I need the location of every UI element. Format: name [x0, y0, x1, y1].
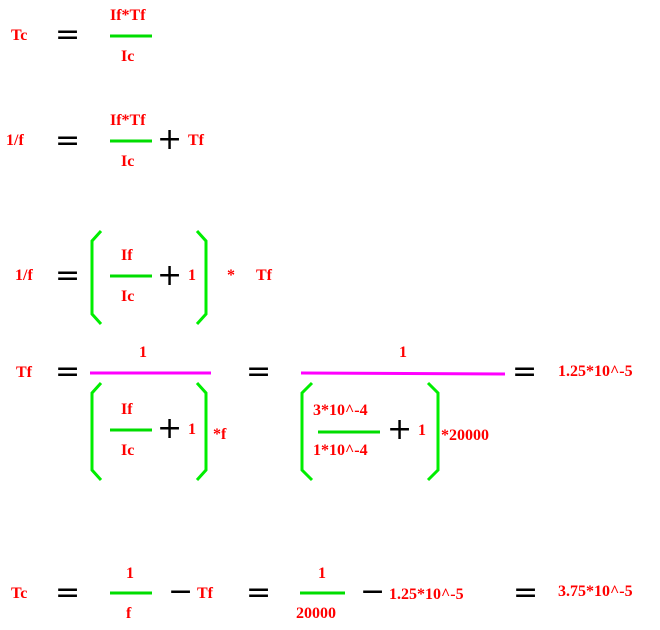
equals-sign: = — [55, 17, 81, 52]
equals-sign: = — [55, 354, 81, 389]
minus-sign: − — [360, 574, 386, 609]
plus-sign: + — [157, 411, 183, 446]
eq3-tail: Tf — [256, 267, 272, 284]
equals-sign: = — [55, 258, 81, 293]
eq4-frac2-plus-term: 1 — [418, 422, 426, 439]
eq2-lhs: 1/f — [6, 132, 24, 149]
eq2-denominator: Ic — [121, 153, 135, 170]
eq5-frac2-numerator: 1 — [318, 565, 326, 582]
equals-sign: = — [513, 575, 539, 610]
eq4-frac2-inner-numerator: 3*10^-4 — [313, 402, 368, 419]
eq4-frac2-tail: *20000 — [441, 427, 489, 444]
eq3-numerator: If — [121, 247, 133, 264]
plus-sign: + — [387, 412, 413, 447]
equals-sign: = — [55, 123, 81, 158]
eq5-result: 3.75*10^-5 — [558, 583, 633, 600]
eq5-lhs: Tc — [11, 585, 28, 602]
eq4-frac1-plus-term: 1 — [188, 421, 196, 438]
eq5-minus2-term: 1.25*10^-5 — [389, 586, 464, 603]
right-bracket — [195, 381, 208, 482]
eq4-frac1-inner-denominator: Ic — [121, 442, 135, 459]
minus-sign: − — [168, 574, 194, 609]
eq1-lhs: Tc — [11, 27, 28, 44]
eq4-frac2-numerator: 1 — [399, 344, 407, 361]
eq2-numerator: If*Tf — [110, 112, 146, 129]
eq3-denominator: Ic — [121, 288, 135, 305]
equals-sign: = — [246, 354, 272, 389]
eq3-plus-term: 1 — [188, 267, 196, 284]
eq4-frac1-inner-numerator: If — [121, 401, 133, 418]
plus-sign: + — [157, 258, 183, 293]
eq4-lhs: Tf — [16, 364, 32, 381]
eq5-frac1-numerator: 1 — [126, 565, 134, 582]
right-bracket — [195, 229, 208, 326]
equals-sign: = — [512, 354, 538, 389]
eq4-frac2-inner-denominator: 1*10^-4 — [313, 442, 368, 459]
equals-sign: = — [246, 575, 272, 610]
eq5-frac2-denominator: 20000 — [296, 605, 336, 622]
left-bracket — [300, 381, 314, 482]
eq5-minus1-term: Tf — [197, 585, 213, 602]
plus-sign: + — [157, 122, 183, 157]
right-bracket — [426, 381, 440, 482]
eq1-denominator: Ic — [121, 48, 135, 65]
eq4-frac1-numerator: 1 — [139, 344, 147, 361]
eq3-multiply: * — [227, 267, 235, 284]
eq5-frac1-denominator: f — [126, 605, 132, 622]
left-bracket — [90, 229, 103, 326]
left-bracket — [90, 381, 103, 482]
magenta-fraction-bar — [300, 371, 506, 376]
equals-sign: = — [55, 575, 81, 610]
eq4-frac1-tail: *f — [213, 426, 227, 443]
eq2-plus-term: Tf — [188, 132, 204, 149]
eq4-result: 1.25*10^-5 — [558, 363, 633, 380]
eq3-lhs: 1/f — [15, 267, 33, 284]
eq1-numerator: If*Tf — [110, 7, 146, 24]
